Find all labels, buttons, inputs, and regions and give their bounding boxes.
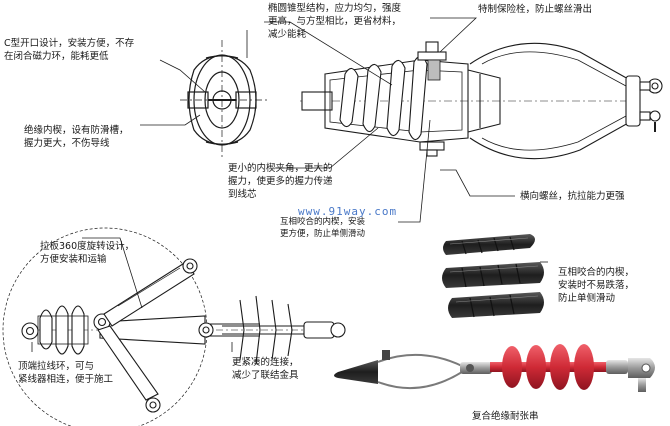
clamp-side-section: [300, 41, 663, 160]
annotation-insulated-wedge: 绝缘内楔，设有防滑槽， 握力更大，不伤导线: [24, 125, 129, 149]
watermark: www.91way.com: [298, 205, 398, 218]
annotation-c-opening: C型开口设计，安装方便，不存 在闭合磁力环，能耗更低: [4, 38, 135, 62]
photo-caption: 复合绝缘耐张串: [472, 411, 539, 422]
annotation-compact-connection: 更紧凑的连接， 减少了联结金具: [232, 357, 299, 381]
assembly-drawing: [2, 227, 346, 426]
wedge-photos: [442, 234, 544, 318]
annotation-top-ring: 顶端拉线环，可与 紧线器相连，便于施工: [18, 361, 114, 385]
annotation-lateral-bolt: 横向螺丝，抗拉能力更强: [520, 191, 625, 202]
annotation-interlock-small: 互相咬合的内楔，安装 更方便，防止单侧滑动: [280, 217, 366, 239]
annotation-elliptical-cone: 椭圆锥型结构，应力均匀，强度 更高，与方型相比，更省材料， 减少能耗: [268, 3, 402, 40]
annotation-pull-plate: 拉板360度旋转设计， 方便安装和运输: [40, 241, 135, 265]
leader-lines: [31, 17, 548, 352]
annotation-special-retainer: 特制保险栓，防止螺丝滑出: [478, 4, 593, 15]
clamp-end-view: [180, 40, 268, 160]
tension-string-photo: [334, 344, 655, 392]
annotation-smaller-angle: 更小的内楔夹角，更大的 握力，使更多的握力传递 到线芯: [228, 163, 333, 200]
annotation-interlock-large: 互相咬合的内楔， 安装时不易跌落， 防止单侧滑动: [558, 267, 635, 304]
